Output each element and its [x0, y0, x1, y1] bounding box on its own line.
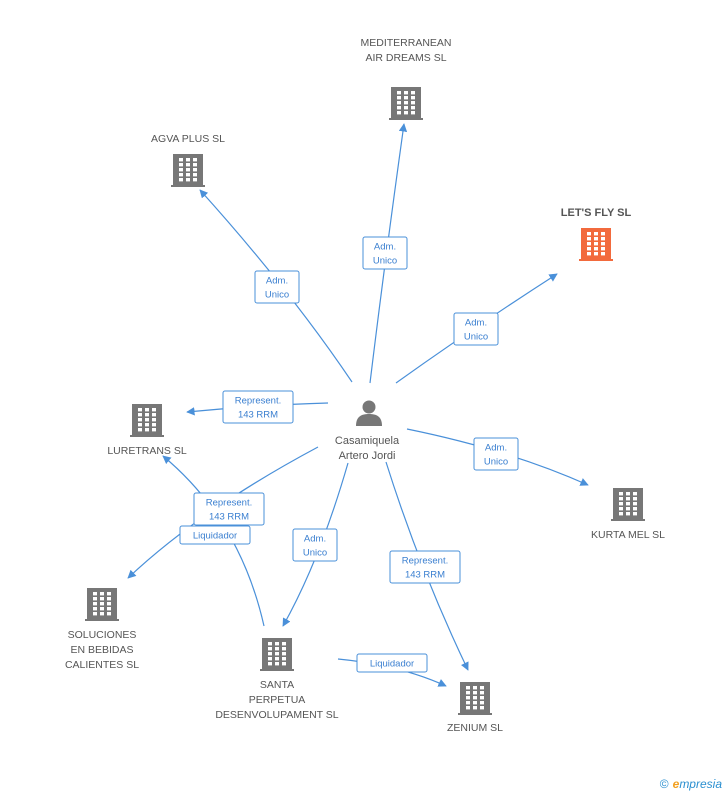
company-label[interactable]: AIR DREAMS SL: [365, 52, 446, 64]
building-icon: [130, 404, 164, 437]
building-icon: [458, 682, 492, 715]
brand-logo-initial: e: [672, 777, 680, 791]
edge-label-text: Adm.: [266, 276, 288, 287]
edge-label-text: Unico: [265, 290, 289, 301]
building-icon: [85, 588, 119, 621]
building-icon: [579, 228, 613, 261]
edge-label-zenium[interactable]: Represent. 143 RRM: [389, 550, 461, 584]
company-node-luretrans[interactable]: LURETRANS SL: [107, 404, 187, 457]
building-icon: [171, 154, 205, 187]
company-label[interactable]: KURTA MEL SL: [591, 529, 665, 541]
edge-label-text: Liquidador: [193, 531, 237, 542]
empresia-brand[interactable]: ©empresia: [660, 777, 722, 791]
company-label[interactable]: EN BEBIDAS: [70, 644, 133, 656]
edge-label-text: Liquidador: [370, 659, 414, 670]
company-label[interactable]: SOLUCIONES: [68, 629, 137, 641]
edge-label-santa-zenium[interactable]: Liquidador: [356, 653, 428, 673]
edge-label-text: 143 RRM: [405, 570, 445, 581]
company-label[interactable]: SANTA: [260, 679, 294, 691]
person-name-line1[interactable]: Casamiquela: [335, 435, 400, 447]
edge-label-santa-soluciones[interactable]: Liquidador: [179, 525, 251, 545]
company-node-letsfly[interactable]: LET'S FLY SL: [561, 207, 632, 261]
person-icon: [356, 400, 382, 426]
company-node-kurta[interactable]: KURTA MEL SL: [591, 488, 665, 541]
edge-label-text: 143 RRM: [209, 512, 249, 523]
person-name-line2[interactable]: Artero Jordi: [339, 450, 396, 462]
company-label[interactable]: AGVA PLUS SL: [151, 133, 225, 145]
edge-label-kurta[interactable]: Adm. Unico: [473, 437, 519, 471]
company-node-soluciones[interactable]: SOLUCIONES EN BEBIDAS CALIENTES SL: [65, 588, 139, 671]
building-icon: [611, 488, 645, 521]
company-label[interactable]: LET'S FLY SL: [561, 207, 632, 219]
company-label[interactable]: DESENVOLUPAMENT SL: [215, 709, 338, 721]
company-label[interactable]: MEDITERRANEAN: [360, 37, 451, 49]
edge-label-text: Unico: [464, 332, 488, 343]
brand-name: mpresia: [679, 777, 722, 791]
building-icon: [389, 87, 423, 120]
edges-layer: [127, 123, 589, 687]
edge-label-text: Unico: [373, 256, 397, 267]
edge-label-text: Unico: [484, 457, 508, 468]
company-node-mediterranean[interactable]: MEDITERRANEAN AIR DREAMS SL: [360, 37, 452, 120]
edge-label-text: Adm.: [374, 242, 396, 253]
edge-label-text: Represent.: [402, 556, 448, 567]
company-label[interactable]: PERPETUA: [249, 694, 306, 706]
company-label[interactable]: CALIENTES SL: [65, 659, 139, 671]
edge-label-text: Adm.: [485, 443, 507, 454]
edge-labels-layer: Adm.UnicoAdm.UnicoAdm.UnicoRepresent.143…: [179, 236, 519, 673]
edge-label-text: Represent.: [206, 498, 252, 509]
edge-label-text: Represent.: [235, 396, 281, 407]
edge-label-santa[interactable]: Adm. Unico: [292, 528, 338, 562]
edge-label-letsfly[interactable]: Adm. Unico: [453, 312, 499, 346]
company-label[interactable]: LURETRANS SL: [107, 445, 187, 457]
edge-label-mediterranean[interactable]: Adm. Unico: [362, 236, 408, 270]
company-node-zenium[interactable]: ZENIUM SL: [447, 682, 503, 734]
edge-label-luretrans[interactable]: Represent. 143 RRM: [222, 390, 294, 424]
edge-label-text: Unico: [303, 548, 327, 559]
company-label[interactable]: ZENIUM SL: [447, 722, 503, 734]
edge-label-soluciones[interactable]: Represent. 143 RRM: [193, 492, 265, 526]
edge-label-agva[interactable]: Adm. Unico: [254, 270, 300, 304]
company-node-agva[interactable]: AGVA PLUS SL: [151, 133, 225, 187]
edge-label-text: Adm.: [304, 534, 326, 545]
company-node-santa[interactable]: SANTA PERPETUA DESENVOLUPAMENT SL: [215, 638, 339, 721]
edge-label-text: 143 RRM: [238, 410, 278, 421]
building-icon: [260, 638, 294, 671]
edge-label-text: Adm.: [465, 318, 487, 329]
copyright-symbol: ©: [659, 777, 669, 791]
nodes-layer: MEDITERRANEAN AIR DREAMS SL AGVA PLUS SL LE…: [65, 37, 665, 734]
